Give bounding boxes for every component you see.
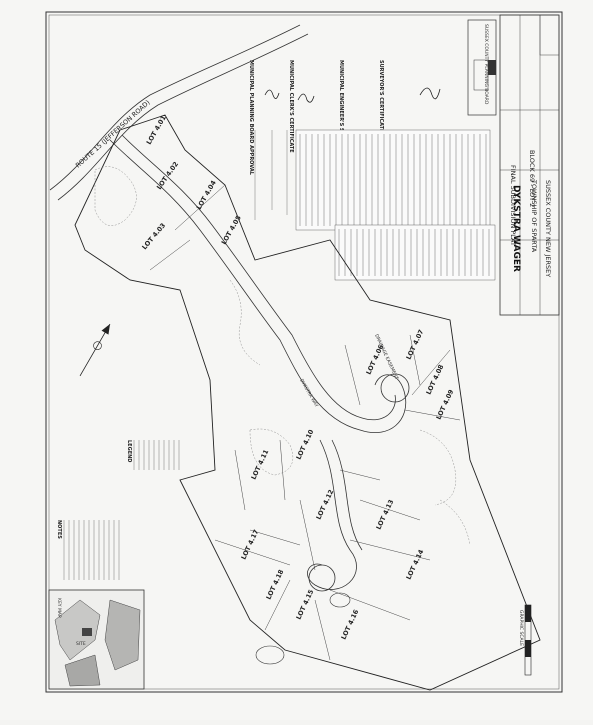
lot-label: LOT 4.14 <box>405 548 426 581</box>
seal-stamp <box>255 645 285 665</box>
key-map-site-label: SITE <box>76 641 86 647</box>
north-arrow-icon <box>79 323 111 377</box>
lot-label: LOT 4.15 <box>295 588 316 621</box>
lot-label: LOT 4.13 <box>375 498 396 531</box>
notes-block: NOTES <box>56 520 120 580</box>
key-map-label: KEY MAP <box>56 598 62 618</box>
notes-title: NOTES <box>56 520 62 539</box>
county-state-text: SUSSEX COUNTY NEW JERSEY <box>544 180 552 277</box>
key-map-site-marker <box>82 628 92 636</box>
key-map: SITE KEY MAP <box>48 589 145 690</box>
lot-label: LOT 4.18 <box>265 568 286 601</box>
lot-label: LOT 4.04 <box>195 179 218 211</box>
approval-blocks: MUNICIPAL PLANNING BOARD APPROVAL MUNICI… <box>248 60 441 220</box>
lot-label: LOT 4.07 <box>405 328 426 361</box>
main-road-label: ROUTE 15 (JEFFERSON ROAD) <box>74 98 152 169</box>
parcel-boundary <box>74 114 541 691</box>
lot-lines <box>149 184 461 661</box>
engineer-heading: MUNICIPAL ENGINEER'S STATEMENT <box>338 60 344 161</box>
lot-label: LOT 4.05 <box>220 214 243 246</box>
sheet-border <box>45 11 563 693</box>
main-road: ROUTE 15 (JEFFERSON ROAD) <box>49 24 309 201</box>
legend: LEGEND <box>126 440 180 470</box>
lot-label: LOT 4.08 <box>425 363 446 396</box>
cul-de-sac-label: DYKSTRA WAY <box>298 378 319 409</box>
lot-label: LOT 4.02 <box>155 160 180 191</box>
contours <box>94 166 471 546</box>
graphic-scale-label: GRAPHIC SCALE <box>518 610 524 646</box>
project-name-text: DYKSTRA WAGER <box>511 185 521 272</box>
graphic-scale: GRAPHIC SCALE <box>518 604 532 676</box>
course-tables <box>295 129 496 281</box>
lot-label: LOT 4.16 <box>340 608 361 641</box>
county-board-text: SUSSEX COUNTY PLANNING BOARD <box>483 24 489 105</box>
lot-label: LOT 4.01 <box>145 114 168 146</box>
lot-label: LOT 4.09 <box>435 388 456 421</box>
clerk-heading: MUNICIPAL CLERK'S CERTIFICATE <box>288 60 294 153</box>
block-lot-text: BLOCK 69 - LOT 2 <box>528 150 536 207</box>
lot-label: LOT 4.10 <box>295 428 316 461</box>
lot-label: LOT 4.12 <box>315 488 336 521</box>
municipality-text: TOWNSHIP OF SPARTA <box>530 179 538 253</box>
lot-label: LOT 4.11 <box>250 448 271 481</box>
lot-label: LOT 4.03 <box>140 221 167 251</box>
surveyor-heading: SURVEYOR'S CERTIFICATE <box>378 60 384 133</box>
planning-board-heading: MUNICIPAL PLANNING BOARD APPROVAL <box>248 60 254 176</box>
cul-de-sac-north <box>380 373 410 403</box>
lot-label: LOT 4.17 <box>240 528 261 561</box>
legend-title: LEGEND <box>126 440 132 462</box>
plat-type-text: FINAL SUBDIVISION PLAT <box>509 165 517 246</box>
cul-de-sac-south <box>308 564 336 592</box>
title-block: FINAL SUBDIVISION PLAT BLOCK 69 - LOT 2 … <box>467 14 560 316</box>
